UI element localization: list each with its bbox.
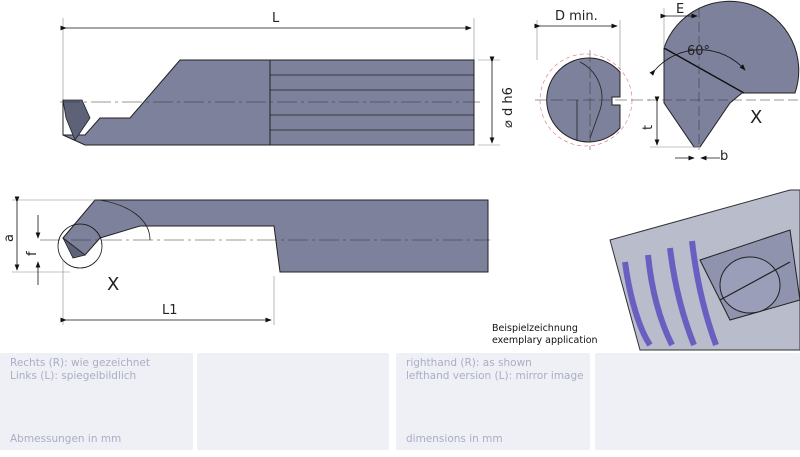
d-min-label: D min. (555, 9, 598, 24)
caption-en: exemplary application (492, 335, 598, 346)
tool-shank-head (62, 59, 271, 146)
detail-x-label: X (750, 107, 762, 128)
caption-de: Beispielzeichnung (492, 323, 578, 334)
example-caption: Beispielzeichnung exemplary application (492, 323, 598, 347)
panel-german-notes: Rechts (R): wie gezeichnet Links (L): sp… (0, 353, 193, 450)
tool-shank (269, 59, 475, 146)
detail-x-view: E 60° t b X (641, 0, 800, 164)
a-label: a (2, 234, 17, 242)
units-note: dimensions in mm (406, 433, 503, 445)
length-label: L (272, 11, 280, 26)
panel-empty-2 (595, 353, 800, 450)
b-label: b (720, 149, 728, 164)
e-label: E (676, 2, 684, 17)
angle-label: 60° (687, 44, 710, 59)
front-view: a f X L1 (2, 196, 490, 325)
hand-note-left: Links (L): spiegelbildlich (10, 370, 137, 382)
end-view: D min. (534, 9, 650, 150)
units-note: Abmessungen in mm (10, 433, 122, 445)
hand-note-right: righthand (R): as shown (406, 357, 532, 369)
detail-x-callout: X (107, 274, 119, 295)
l1-label: L1 (162, 303, 178, 318)
hand-note-left: lefthand version (L): mirror image (406, 370, 584, 382)
f-label: f (25, 251, 40, 256)
hand-note-right: Rechts (R): wie gezeichnet (10, 357, 150, 369)
diameter-label: ⌀ d h6 (501, 87, 516, 128)
panel-empty-1 (197, 353, 389, 450)
side-view: L ⌀ d h6 (60, 11, 516, 146)
t-label: t (641, 125, 656, 130)
example-3d-render (609, 189, 800, 351)
panel-english-notes: righthand (R): as shown lefthand version… (396, 353, 590, 450)
